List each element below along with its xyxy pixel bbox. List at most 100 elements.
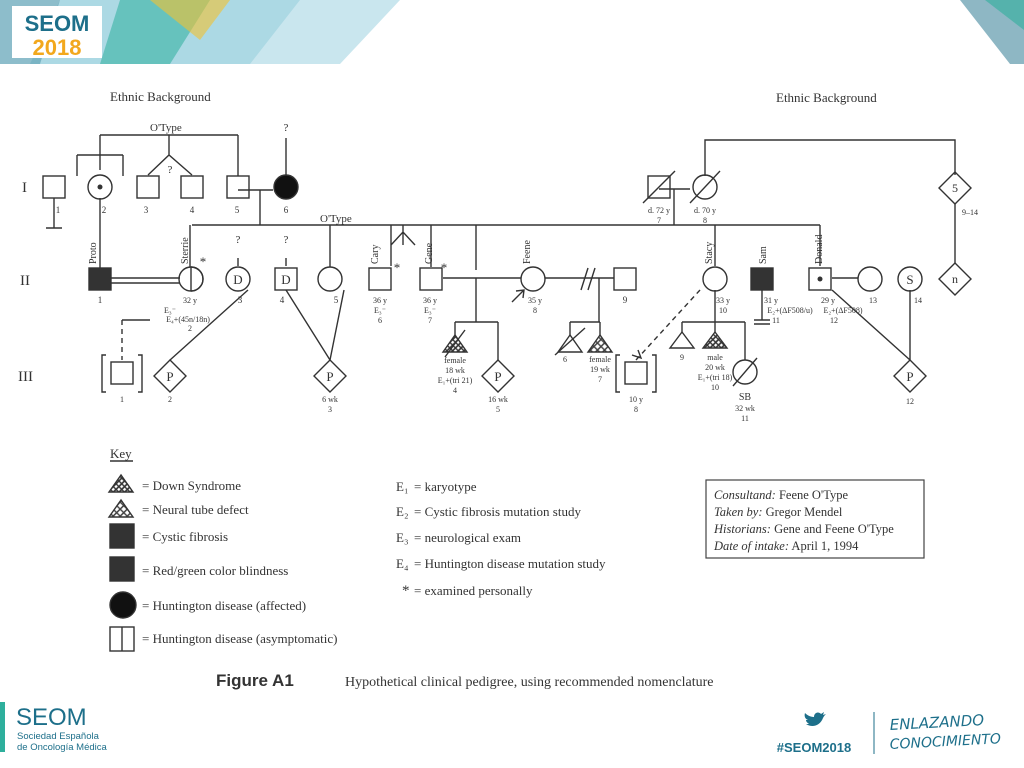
gen3-p-2: P	[166, 369, 173, 384]
gen3-sb-label: SB	[739, 392, 752, 403]
gen1-male-1	[42, 175, 66, 199]
gen3-age-11: 32 wk	[735, 404, 755, 413]
taken-by-value: Gregor Mendel	[766, 505, 843, 519]
gen1-num-2: 2	[102, 205, 107, 215]
gen3-sex-7: female	[589, 355, 611, 364]
gen2-num-12: 12	[830, 316, 838, 325]
right-ethnic-background: Ethnic Background	[776, 90, 877, 105]
e3-text: = neurological exam	[414, 530, 521, 545]
gen1-num-6: 6	[284, 205, 289, 215]
gen2-num-4: 4	[280, 295, 285, 305]
gen2-num-5: 5	[334, 295, 339, 305]
gen1-num-4: 4	[190, 205, 195, 215]
gen3-p-12: P	[906, 369, 913, 384]
examined-star-cary: *	[394, 260, 401, 275]
gen3-sab-9	[668, 330, 696, 349]
intake-info-box: Consultand: Feene O'Type Taken by: Grego…	[705, 479, 925, 559]
svg-text:Consultand: Feene O'Type: Consultand: Feene O'Type	[714, 488, 848, 502]
gen2-q-3: ?	[236, 234, 241, 246]
gen2-num-7: 7	[428, 316, 432, 325]
footer-slogan-2: CONOCIMIENTO	[889, 731, 1001, 753]
gen2-sterrie-e3: E₃⁻	[164, 306, 176, 315]
gen2-num-9: 9	[623, 295, 628, 305]
gen3-num-12: 12	[906, 397, 914, 406]
gen2-proto-colorblind	[88, 267, 112, 291]
twitter-icon	[804, 712, 826, 726]
gen1-male-4	[180, 175, 204, 199]
gen2-gene	[419, 267, 443, 291]
key-item-down: = Down Syndrome	[142, 478, 241, 493]
footer-society-1: Sociedad Española	[17, 731, 100, 742]
gen3-num-5: 5	[496, 405, 500, 414]
gen2-d-4: D	[281, 272, 290, 287]
e2-text: = Cystic fibrosis mutation study	[414, 504, 581, 519]
gen2-sterrie-e4: E₄+(45n/18n)	[166, 315, 210, 324]
gen2-gene-age: 36 y	[423, 296, 437, 305]
gen3-lines	[121, 289, 911, 361]
figure-label: Figure A1	[216, 671, 294, 690]
gen2-num-13: 13	[869, 296, 877, 305]
gen3-pregnancy-2	[153, 359, 187, 393]
gen1-female-6-huntington	[273, 174, 299, 200]
key-item-cf: = Cystic fibrosis	[142, 529, 228, 544]
gen3-num-11: 11	[741, 414, 749, 423]
gen1-female-8-deceased	[692, 174, 718, 200]
gen2-individuals	[88, 262, 972, 303]
generation-label-2: II	[20, 273, 30, 289]
footer-hashtag: #SEOM2018	[777, 740, 851, 755]
star-text: = examined personally	[414, 583, 533, 598]
e4-text: = Huntington disease mutation study	[414, 556, 606, 571]
huntington-affected-icon	[109, 591, 137, 619]
key-item-hd-affected: = Huntington disease (affected)	[142, 598, 306, 613]
gen3-male-10-tri18	[701, 330, 729, 349]
down-syndrome-icon	[107, 473, 135, 493]
colorblind-icon	[109, 556, 135, 582]
gen2-num-8: 8	[533, 306, 537, 315]
left-ethnic-background: Ethnic Background	[110, 89, 211, 104]
figure-caption: Hypothetical clinical pedigree, using re…	[345, 675, 714, 690]
gen3-adopted-8	[624, 361, 648, 385]
intake-date-value: April 1, 1994	[791, 539, 859, 553]
svg-text:Taken by: Gregor Mendel: Taken by: Gregor Mendel	[714, 505, 843, 519]
gen2-lines	[111, 225, 858, 360]
footer-bar: SEOM Sociedad Española de Oncología Médi…	[0, 702, 1001, 755]
footer-accent-stripe	[0, 702, 5, 752]
gen1-num-7: 7	[657, 216, 661, 225]
gen1-lines	[46, 134, 956, 270]
neural-tube-icon	[107, 498, 135, 518]
e4-code: E₄	[396, 556, 409, 571]
gen3-num-2: 2	[168, 395, 172, 404]
gen1-label-7: d. 72 y	[648, 206, 670, 215]
gen3-individuals	[101, 327, 927, 393]
e3-code: E₃	[396, 530, 408, 545]
gen2-cary-name: Cary	[370, 245, 381, 264]
gen1-q-mark-a: ?	[168, 164, 173, 176]
gen2-stacy-age: 33 y	[716, 296, 730, 305]
gen1-multiple-count: 5	[952, 181, 958, 195]
gen1-num-1: 1	[56, 205, 61, 215]
gen2-sam-age: 31 y	[764, 296, 778, 305]
gen3-num-8: 8	[634, 405, 638, 414]
gen3-sex-4: female	[444, 356, 466, 365]
gen2-donald-carrier	[808, 267, 832, 291]
gen1-multiple-range: 9–14	[962, 208, 978, 217]
header-banner: SEOM 2018	[0, 0, 1024, 64]
gen3-adopted-1	[110, 361, 134, 385]
gen2-num-1: 1	[98, 295, 103, 305]
gen2-proto-name: Proto	[88, 242, 99, 264]
gen2-feene-consultand	[520, 266, 546, 292]
gen2-num-14: 14	[914, 296, 922, 305]
gen1-male-5	[226, 175, 250, 199]
gen2-donald-age: 29 y	[821, 296, 835, 305]
examined-star-gene: *	[441, 260, 448, 275]
surname-top: O'Type	[150, 122, 182, 134]
gen2-num-10: 10	[719, 306, 727, 315]
gen3-e1-10: E₁+(tri 18)	[698, 373, 733, 382]
gen3-num-10: 10	[711, 383, 719, 392]
gen3-age-4: 18 wk	[445, 366, 465, 375]
gen1-multiple-9-14	[938, 171, 972, 205]
gen2-donald-e2: E₂+(ΔF508)	[823, 306, 862, 315]
e2-code: E₂	[396, 504, 408, 519]
gen3-p-5: P	[494, 369, 501, 384]
gen3-num-1: 1	[120, 395, 124, 404]
